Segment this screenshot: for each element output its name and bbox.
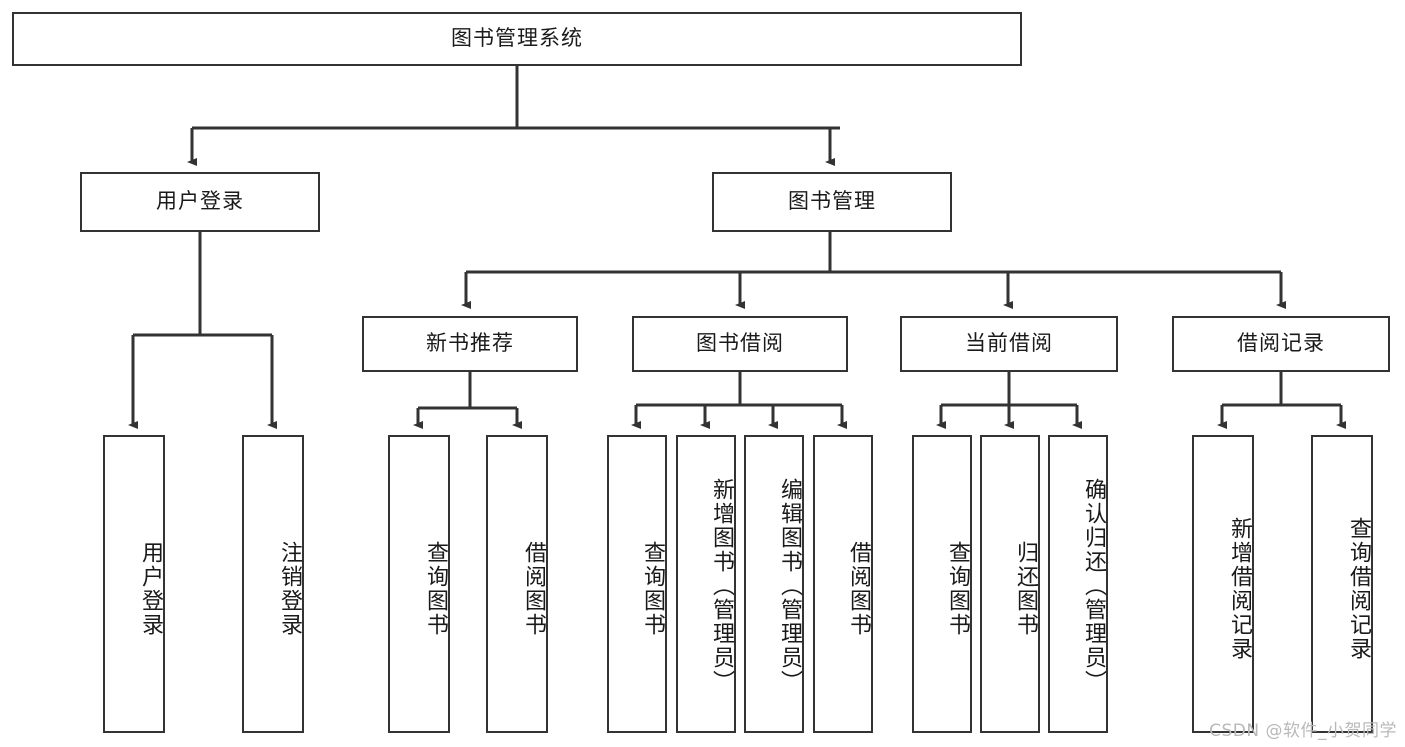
leaf-edit-book-label: 编辑图书（管理员） (777, 478, 802, 694)
leaf-return-book[interactable]: 归还图书 (980, 435, 1040, 733)
leaf-query-book-1-label: 查询图书 (423, 541, 448, 637)
leaf-add-book[interactable]: 新增图书（管理员） (676, 435, 736, 733)
leaf-user-login-label: 用户登录 (138, 541, 163, 637)
leaf-add-record-label: 新增借阅记录 (1227, 517, 1252, 661)
leaf-add-record[interactable]: 新增借阅记录 (1192, 435, 1254, 733)
node-user-login-label: 用户登录 (156, 189, 244, 214)
node-book-manage[interactable]: 图书管理 (712, 172, 952, 232)
node-root[interactable]: 图书管理系统 (12, 12, 1022, 66)
leaf-user-login[interactable]: 用户登录 (103, 435, 165, 733)
leaf-query-record[interactable]: 查询借阅记录 (1311, 435, 1373, 733)
leaf-return-book-label: 归还图书 (1013, 541, 1038, 637)
leaf-borrow-book-1[interactable]: 借阅图书 (486, 435, 548, 733)
leaf-edit-book[interactable]: 编辑图书（管理员） (744, 435, 804, 733)
node-user-login[interactable]: 用户登录 (80, 172, 320, 232)
node-book-manage-label: 图书管理 (788, 189, 876, 214)
node-borrow-record-label: 借阅记录 (1237, 331, 1325, 356)
leaf-logout-login-label: 注销登录 (277, 541, 302, 637)
leaf-query-book-3[interactable]: 查询图书 (912, 435, 972, 733)
leaf-borrow-book-1-label: 借阅图书 (521, 541, 546, 637)
leaf-borrow-book-2-label: 借阅图书 (846, 541, 871, 637)
node-new-book-recommend[interactable]: 新书推荐 (362, 316, 578, 372)
leaf-query-book-1[interactable]: 查询图书 (388, 435, 450, 733)
node-root-label: 图书管理系统 (451, 26, 583, 51)
node-current-borrow-label: 当前借阅 (965, 331, 1053, 356)
node-new-book-recommend-label: 新书推荐 (426, 331, 514, 356)
leaf-confirm-return[interactable]: 确认归还（管理员） (1048, 435, 1108, 733)
node-current-borrow[interactable]: 当前借阅 (900, 316, 1118, 372)
leaf-query-record-label: 查询借阅记录 (1346, 517, 1371, 661)
node-book-borrow[interactable]: 图书借阅 (632, 316, 848, 372)
leaf-logout-login[interactable]: 注销登录 (242, 435, 304, 733)
leaf-query-book-2[interactable]: 查询图书 (607, 435, 667, 733)
leaf-add-book-label: 新增图书（管理员） (709, 478, 734, 694)
leaf-query-book-3-label: 查询图书 (945, 541, 970, 637)
watermark: CSDN @软件_小贺同学 (1209, 721, 1397, 741)
leaf-confirm-return-label: 确认归还（管理员） (1081, 478, 1106, 694)
node-book-borrow-label: 图书借阅 (696, 331, 784, 356)
leaf-query-book-2-label: 查询图书 (640, 541, 665, 637)
leaf-borrow-book-2[interactable]: 借阅图书 (813, 435, 873, 733)
node-borrow-record[interactable]: 借阅记录 (1172, 316, 1390, 372)
